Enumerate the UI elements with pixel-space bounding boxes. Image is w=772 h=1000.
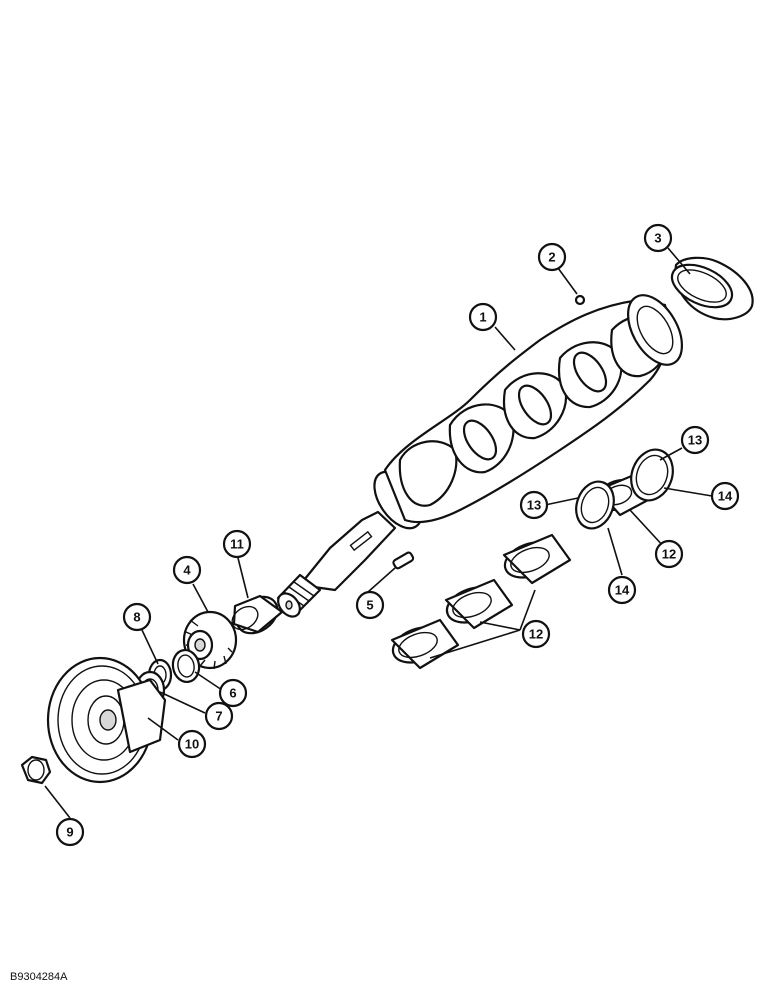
svg-text:13: 13 (688, 433, 702, 448)
svg-text:6: 6 (229, 686, 236, 701)
svg-text:5: 5 (366, 598, 373, 613)
callout-1: 1 (468, 302, 498, 332)
svg-text:13: 13 (527, 498, 541, 513)
thrust-washer-front (575, 480, 615, 530)
callout-4: 4 (172, 555, 202, 585)
svg-text:3: 3 (654, 231, 661, 246)
svg-text:4: 4 (183, 563, 191, 578)
callout-9: 9 (55, 817, 85, 847)
rear-seal-ring (670, 256, 754, 321)
callout-7: 7 (204, 701, 234, 731)
svg-text:8: 8 (133, 610, 140, 625)
callout-2: 2 (537, 242, 567, 272)
svg-text:1: 1 (479, 310, 486, 325)
callout-10: 10 (177, 729, 207, 759)
svg-text:11: 11 (230, 537, 244, 552)
woodruff-key (392, 551, 415, 570)
dowel-pin (574, 294, 586, 306)
callout-6: 6 (218, 678, 248, 708)
main-bearing-shell-1 (390, 618, 460, 670)
drawing-code: B9304284A (10, 971, 68, 983)
svg-text:7: 7 (215, 709, 222, 724)
callout-3: 3 (643, 223, 673, 253)
svg-text:9: 9 (66, 825, 73, 840)
svg-text:12: 12 (662, 547, 676, 562)
crankshaft-pulley (46, 656, 167, 784)
main-bearing-shell-3 (502, 533, 572, 585)
svg-text:12: 12 (529, 627, 543, 642)
callout-14-front: 14 (607, 575, 637, 605)
front-bearing-ring (231, 594, 284, 635)
callout-11: 11 (222, 529, 252, 559)
callouts: 1 2 3 4 5 6 7 8 9 10 11 12 12 13 13 14 1… (55, 223, 740, 847)
leader-lines (44, 247, 713, 819)
callout-12-rear-bearing: 12 (654, 539, 684, 569)
callout-5: 5 (355, 590, 385, 620)
svg-text:14: 14 (615, 583, 630, 598)
main-bearing-shell-2 (444, 578, 514, 630)
nut (20, 755, 52, 785)
callout-8: 8 (122, 602, 152, 632)
crankshaft (276, 294, 684, 618)
svg-text:14: 14 (718, 489, 733, 504)
callout-12-bearings: 12 (521, 619, 551, 649)
callout-13-front: 13 (519, 490, 549, 520)
svg-text:10: 10 (185, 737, 199, 752)
callout-13-rear: 13 (680, 425, 710, 455)
callout-14-rear: 14 (710, 481, 740, 511)
svg-text:2: 2 (548, 250, 555, 265)
